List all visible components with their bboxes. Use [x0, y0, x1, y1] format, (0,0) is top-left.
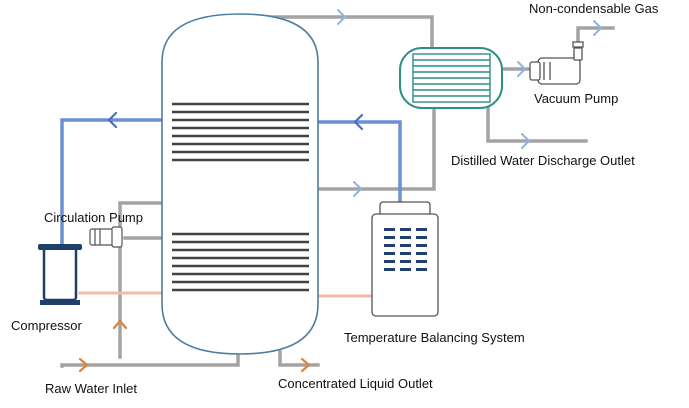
condenser — [399, 47, 503, 109]
vacuum-pump — [529, 41, 584, 85]
vessel-mid-pipe — [316, 106, 436, 191]
evaporator-vessel — [161, 13, 319, 355]
label-non-condensable-gas: Non-condensable Gas — [529, 1, 659, 16]
gray-pipes — [60, 15, 615, 368]
arrow-compressor-vapor — [107, 111, 118, 129]
compressor-unit — [38, 244, 82, 305]
label-vacuum-pump: Vacuum Pump — [534, 91, 619, 106]
balance-unit-body — [371, 213, 439, 317]
circulation-pump-pipe — [118, 201, 164, 359]
vessel-body — [161, 13, 319, 355]
arrow-distilled-outlet — [521, 133, 530, 149]
arrow-vacuum-line — [517, 61, 526, 77]
arrow-concentrated-out — [300, 357, 311, 373]
vessel-to-condenser-pipe — [238, 15, 434, 50]
label-temperature-balancing-system: Temperature Balancing System — [344, 330, 525, 345]
arrow-raw-inlet — [78, 357, 89, 373]
lower-heat-exchanger-coil — [172, 232, 309, 292]
vapor-pipes — [60, 118, 402, 252]
arrow-circulation-up — [112, 319, 128, 330]
balance-vapor-pipe — [316, 120, 402, 204]
arrow-mid-pipe — [353, 181, 362, 197]
distilled-water-pipe — [486, 106, 588, 143]
temperature-balancing-unit — [371, 201, 439, 317]
label-distilled-water-outlet: Distilled Water Discharge Outlet — [451, 153, 635, 168]
arrow-top-pipe — [337, 9, 346, 25]
label-circulation-pump: Circulation Pump — [44, 210, 143, 225]
concentrated-outlet-pipe — [278, 350, 320, 367]
upper-heat-exchanger-coil — [172, 102, 309, 162]
label-raw-water-inlet: Raw Water Inlet — [45, 381, 137, 396]
label-concentrated-liquid-outlet: Concentrated Liquid Outlet — [278, 376, 433, 391]
flow-arrows — [78, 9, 602, 373]
circulation-pump-unit — [89, 226, 123, 248]
arrow-balance-vapor — [353, 113, 364, 131]
compressor-vapor-pipe — [60, 118, 164, 252]
warm-pipes — [78, 291, 374, 298]
arrow-gas-outlet — [593, 20, 602, 36]
raw-water-inlet-pipe — [60, 350, 240, 368]
label-compressor: Compressor — [11, 318, 82, 333]
